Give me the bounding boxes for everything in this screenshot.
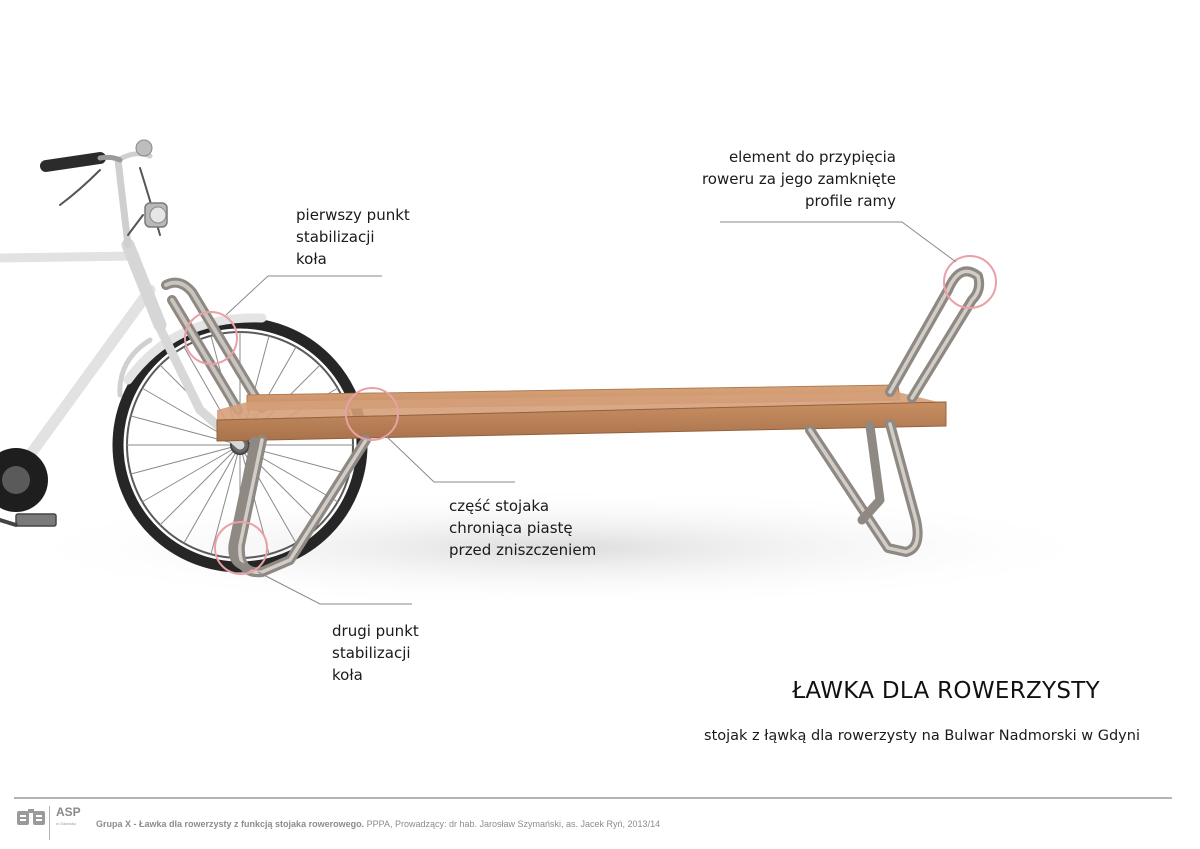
- floor-shadow: [0, 488, 1120, 608]
- highlight-second-point: [214, 521, 268, 575]
- callout-second-point-line-3: koła: [332, 666, 363, 684]
- footer-divider: [49, 806, 50, 840]
- callout-first-point-line-1: pierwszy punkt: [296, 206, 410, 224]
- callout-second-point-line-1: drugi punkt: [332, 622, 419, 640]
- rack-right-loop: [885, 266, 985, 403]
- leader-frame-lock: [720, 221, 957, 263]
- handlebar-grip: [40, 152, 106, 172]
- callout-first-point-line-2: stabilizacji: [296, 228, 375, 246]
- footer-credits: Grupa X - Ławka dla rowerzysty z funkcją…: [96, 819, 660, 829]
- pedal: [15, 513, 57, 527]
- highlight-hub-guard: [345, 387, 399, 441]
- asp-logo-subtext: w Gdańsku: [56, 821, 77, 826]
- asp-crest-icon: [17, 809, 45, 825]
- footer-group-title: Grupa X - Ławka dla rowerzysty z funkcją…: [96, 819, 365, 829]
- frame-down-tube: [24, 284, 156, 461]
- frame-top-tube: [0, 251, 140, 263]
- callout-frame-lock-line-3: profile ramy: [805, 192, 896, 210]
- callout-second-point: drugi punkt stabilizacji koła: [332, 620, 419, 686]
- asp-logo-text: ASP: [56, 805, 81, 819]
- leader-lines: [225, 221, 957, 605]
- leader-second-point: [257, 571, 412, 605]
- callout-frame-lock-line-2: roweru za jego zamknięte: [701, 170, 896, 188]
- callout-hub-guard: część stojaka chroniąca piastę przed zni…: [449, 495, 596, 561]
- seat-front-face: [216, 401, 947, 442]
- page-subtitle: stojak z łąwką dla rowerzysty na Bulwar …: [704, 728, 1140, 744]
- bench-rack: [161, 266, 985, 578]
- callout-first-point: pierwszy punkt stabilizacji koła: [296, 204, 410, 270]
- callout-hub-guard-line-1: część stojaka: [449, 497, 550, 515]
- leader-first-point: [225, 275, 382, 316]
- callout-hub-guard-line-3: przed zniszczeniem: [449, 541, 597, 559]
- page-title: ŁAWKA DLA ROWERZYSTY: [792, 678, 1100, 704]
- leader-hub-guard: [385, 435, 515, 483]
- callout-frame-lock: element do przypięcia roweru za jego zam…: [700, 146, 896, 212]
- highlight-frame-lock: [943, 255, 997, 309]
- callout-hub-guard-line-2: chroniąca piastę: [449, 519, 573, 537]
- callout-frame-lock-line-1: element do przypięcia: [728, 148, 896, 166]
- footer-course-info: PPPA, Prowadzący: dr hab. Jarosław Szyma…: [366, 819, 661, 829]
- head-tube: [121, 238, 167, 332]
- highlight-circles: [184, 255, 997, 575]
- footer-rule: [14, 797, 1172, 799]
- highlight-first-point: [184, 311, 238, 365]
- callout-second-point-line-2: stabilizacji: [332, 644, 411, 662]
- callout-first-point-line-3: koła: [296, 250, 327, 268]
